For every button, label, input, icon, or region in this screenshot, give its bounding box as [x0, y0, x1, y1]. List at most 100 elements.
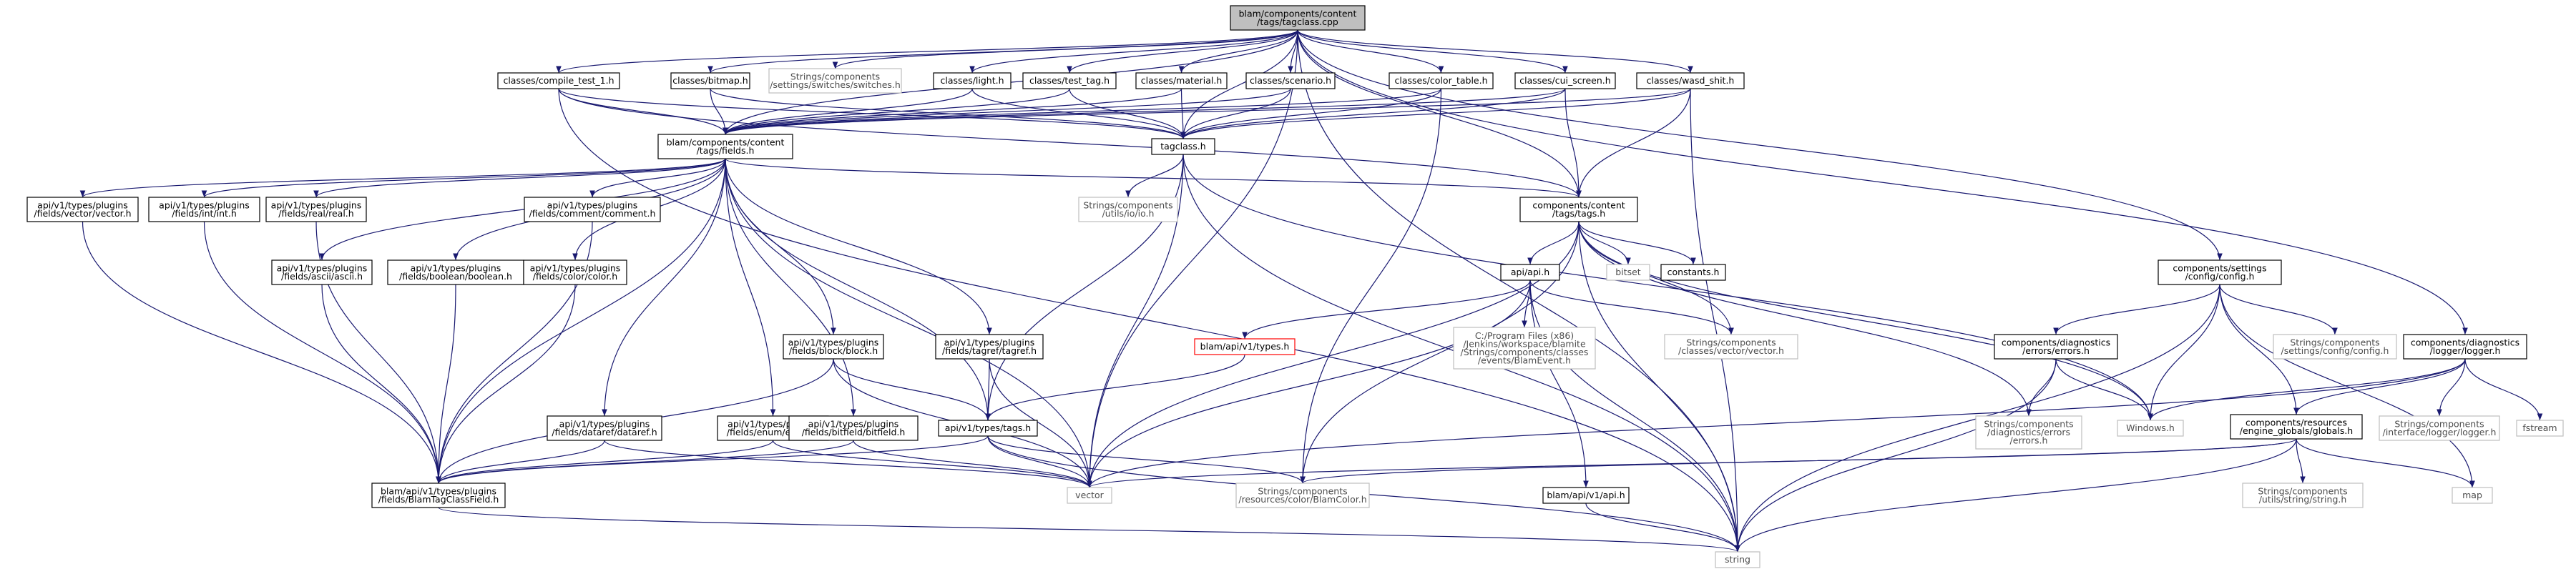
node-label: api/v1/types/plugins: [547, 199, 638, 210]
node-box: [935, 334, 1044, 360]
edge-scenario-to-tagclass: [1180, 88, 1291, 139]
node-errors[interactable]: components/diagnostics/errors/errors.h: [1994, 334, 2118, 360]
node-blamtagclassfield[interactable]: blam/api/v1/types/plugins/fields/BlamTag…: [371, 483, 506, 508]
node-commentf[interactable]: api/v1/types/plugins/fields/comment/comm…: [524, 197, 661, 222]
node-box: [1606, 264, 1650, 281]
node-apiv1types[interactable]: blam/api/v1/types.h: [1194, 338, 1296, 355]
edge-globals-to-stringh: [2296, 438, 2306, 484]
node-tagclass[interactable]: tagclass.h: [1151, 138, 1215, 155]
node-colorf[interactable]: api/v1/types/plugins/fields/color/color.…: [523, 259, 627, 285]
node-label: /Strings/components/classes: [1461, 347, 1589, 357]
edge-tagclass-to-io: [1125, 154, 1184, 198]
node-bitfieldf[interactable]: api/v1/types/plugins/fields/bitfield/bit…: [788, 415, 919, 441]
node-globals[interactable]: components/resources/engine_globals/glob…: [2230, 414, 2363, 440]
node-layer: blam/components/content/tags/tagclass.cp…: [26, 5, 2564, 568]
node-label: components/diagnostics: [2002, 337, 2110, 347]
node-label: blam/components/content: [1239, 8, 1357, 19]
node-blockf[interactable]: api/v1/types/plugins/fields/block/block.…: [783, 334, 884, 360]
edge-color_table-to-tagclass: [1180, 88, 1442, 139]
node-label: api/v1/types/plugins: [944, 337, 1035, 347]
node-realf[interactable]: api/v1/types/plugins/fields/real/real.h: [265, 197, 367, 222]
edge-blamtagclassfield-to-string: [438, 507, 1740, 553]
node-box: [1235, 483, 1370, 508]
node-windows[interactable]: Windows.h: [2117, 420, 2184, 437]
node-cui_screen[interactable]: classes/cui_screen.h: [1514, 72, 1616, 89]
node-datareff[interactable]: api/v1/types/plugins/fields/dataref/data…: [547, 415, 662, 441]
edge-globals-to-map: [2296, 438, 2475, 488]
edge-tags-to-vectorh: [1578, 221, 1734, 335]
edge-bitfieldf-to-vector: [853, 440, 1092, 488]
node-io[interactable]: Strings/components/utils/io/io.h: [1078, 197, 1178, 222]
edge-scenario-to-fields: [723, 88, 1291, 135]
node-bitmap[interactable]: classes/bitmap.h: [670, 72, 750, 89]
node-label: components/diagnostics: [2411, 337, 2519, 347]
edge-colorf-to-blamtagclassfield: [436, 284, 576, 484]
edge-tagsh2-to-blamcolor: [987, 435, 1306, 484]
node-apiv1api[interactable]: blam/api/v1/api.h: [1542, 487, 1630, 504]
node-tags[interactable]: components/content/tags/tags.h: [1519, 197, 1638, 222]
edge-tagreff-to-tagsh2: [985, 358, 991, 421]
node-compile_test[interactable]: classes/compile_test_1.h: [497, 72, 620, 89]
node-tagsh2[interactable]: api/v1/types/tags.h: [938, 420, 1038, 437]
node-scenario[interactable]: classes/scenario.h: [1245, 72, 1336, 89]
node-string[interactable]: string: [1715, 551, 1760, 568]
node-blamevent[interactable]: C:/Program Files (x86)/Jenkins/workspace…: [1453, 327, 1596, 370]
node-test_tag[interactable]: classes/test_tag.h: [1022, 72, 1117, 89]
node-label: /tags/fields.h: [697, 145, 755, 156]
node-label: api/v1/types/plugins: [37, 199, 128, 210]
node-label: classes/cui_screen.h: [1519, 75, 1610, 86]
node-switches[interactable]: Strings/components/settings/switches/swi…: [768, 68, 902, 94]
edge-errors-to-string: [1735, 358, 2057, 553]
edge-fields-to-tagreff: [725, 158, 992, 335]
node-label: /fields/BlamTagClassField.h: [378, 494, 499, 505]
node-fields[interactable]: blam/components/content/tags/fields.h: [657, 134, 793, 159]
node-map[interactable]: map: [2452, 487, 2493, 504]
node-intf[interactable]: api/v1/types/plugins/fields/int/int.h: [148, 197, 260, 222]
node-fstream[interactable]: fstream: [2516, 420, 2564, 437]
node-light[interactable]: classes/light.h: [933, 72, 1012, 89]
edge-layer: [79, 29, 2543, 553]
edge-root-to-cui_screen: [1297, 29, 1568, 74]
edge-datareff-to-vector: [604, 440, 1092, 488]
node-api[interactable]: api/api.h: [1500, 264, 1560, 281]
node-errstr[interactable]: Strings/components/diagnostics/errors/er…: [1975, 415, 2082, 450]
edge-config-to-globals: [2219, 284, 2299, 415]
node-label: classes/color_table.h: [1394, 75, 1487, 86]
node-box: [547, 415, 662, 441]
node-wasd_shit[interactable]: classes/wasd_shit.h: [1636, 72, 1745, 89]
node-box: [523, 259, 627, 285]
node-config[interactable]: components/settings/config/config.h: [2158, 259, 2282, 285]
node-booleanf[interactable]: api/v1/types/plugins/fields/boolean/bool…: [387, 259, 524, 285]
node-material[interactable]: classes/material.h: [1135, 72, 1228, 89]
node-vectorf[interactable]: api/v1/types/plugins/fields/vector/vecto…: [26, 197, 139, 222]
node-box: [1715, 551, 1760, 568]
node-constants[interactable]: constants.h: [1660, 264, 1726, 281]
edge-root-to-wasd_shit: [1297, 29, 1693, 74]
node-label: /fields/tagref/tagref.h: [942, 345, 1037, 356]
edge-compile_test-to-fields: [558, 88, 728, 135]
node-tagreff[interactable]: api/v1/types/plugins/fields/tagref/tagre…: [935, 334, 1044, 360]
node-stringh[interactable]: Strings/components/utils/string/string.h: [2242, 483, 2364, 508]
node-label: classes/scenario.h: [1250, 75, 1331, 86]
edge-errors-to-windows: [2055, 358, 2153, 421]
node-box: [1975, 415, 2082, 450]
node-box: [1994, 334, 2118, 360]
node-cfgstr[interactable]: Strings/components/settings/config/confi…: [2273, 334, 2397, 360]
node-label: /fields/block/block.h: [789, 345, 878, 356]
node-blamcolor[interactable]: Strings/components/resources/color/BlamC…: [1235, 483, 1370, 508]
node-label: /engine_globals/globals.h: [2240, 425, 2353, 436]
node-bitset[interactable]: bitset: [1606, 264, 1650, 281]
node-root[interactable]: blam/components/content/tags/tagclass.cp…: [1230, 5, 1366, 31]
edge-bitfieldf-to-blamtagclassfield: [436, 440, 854, 484]
node-box: [768, 68, 902, 94]
node-vectorh[interactable]: Strings/components/classes/vector/vector…: [1664, 334, 1798, 360]
node-label: /Jenkins/workspace/blamite: [1463, 338, 1586, 349]
node-vector[interactable]: vector: [1067, 487, 1112, 504]
node-asciif[interactable]: api/v1/types/plugins/fields/ascii/ascii.…: [271, 259, 373, 285]
node-color_table[interactable]: classes/color_table.h: [1389, 72, 1494, 89]
edge-booleanf-to-blamtagclassfield: [436, 284, 456, 484]
edge-tagclass-to-windows: [1182, 154, 2153, 421]
node-label: blam/api/v1/types/plugins: [381, 485, 496, 496]
node-loggerstr[interactable]: Strings/components/interface/logger/logg…: [2379, 415, 2500, 441]
node-logger[interactable]: components/diagnostics/logger/logger.h: [2403, 334, 2527, 360]
